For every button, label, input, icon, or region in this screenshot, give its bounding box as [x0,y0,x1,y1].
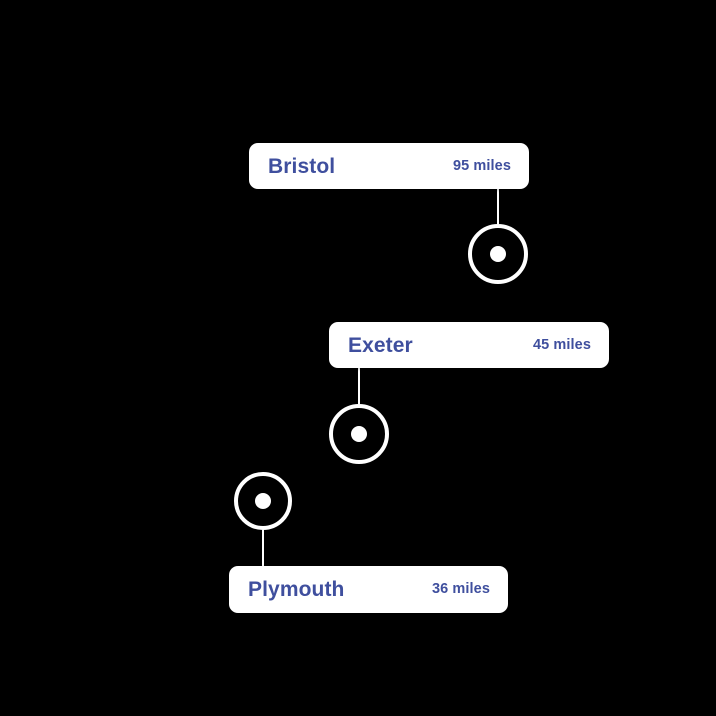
location-label-plymouth[interactable]: Plymouth 36 miles [229,566,508,613]
map-pin-icon-bristol[interactable] [468,224,528,284]
connector-line-plymouth [262,530,264,566]
city-name-bristol: Bristol [268,154,336,178]
distance-value-bristol: 95 miles [452,157,511,174]
map-pin-center-dot-plymouth [255,493,271,509]
map-pin-center-dot-exeter [351,426,367,442]
connector-line-exeter [358,368,360,404]
map-pin-icon-plymouth[interactable] [234,472,292,530]
location-label-exeter[interactable]: Exeter 45 miles [329,322,609,368]
location-label-bristol[interactable]: Bristol 95 miles [249,143,529,189]
map-pin-icon-exeter[interactable] [329,404,389,464]
city-name-exeter: Exeter [348,333,413,357]
map-pin-center-dot-bristol [490,246,506,262]
distance-value-plymouth: 36 miles [431,581,490,598]
city-name-plymouth: Plymouth [248,578,345,601]
connector-line-bristol [497,189,499,224]
distance-value-exeter: 45 miles [532,336,591,353]
